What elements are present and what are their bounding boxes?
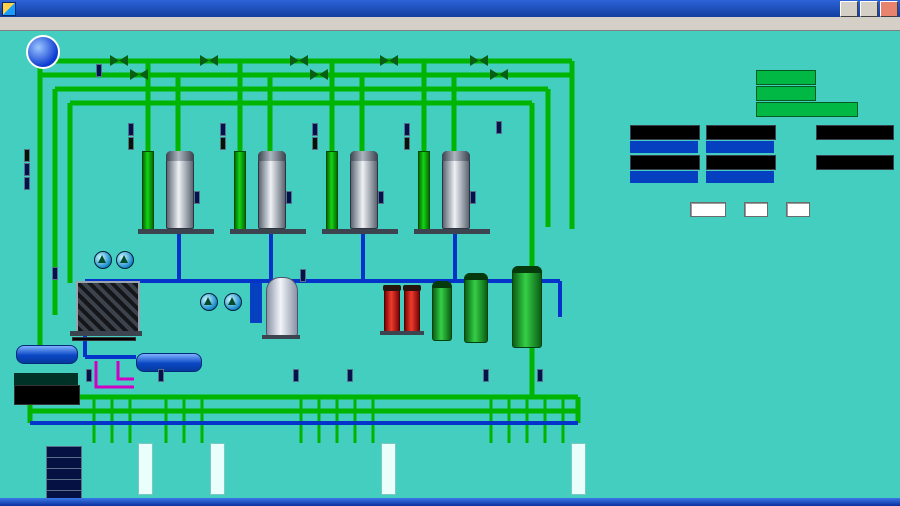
unit-side-temp — [194, 191, 200, 204]
unit-temp-display — [312, 123, 318, 136]
maximize-button[interactable] — [860, 0, 878, 17]
unit-hours-display — [312, 137, 318, 150]
well-group-label — [210, 443, 225, 495]
circulation-pump[interactable] — [200, 293, 218, 311]
energy-counter — [630, 125, 700, 140]
equipment-base — [322, 229, 398, 234]
unit-pipe-column — [326, 151, 338, 231]
pipe-temp-display — [300, 269, 306, 282]
equipment-base — [230, 229, 306, 234]
unit-hours-display — [128, 137, 134, 150]
runtime-hours-display — [24, 149, 30, 162]
supply-flow-value — [756, 70, 816, 85]
return-flow-value — [756, 86, 816, 101]
pressure-tank[interactable] — [266, 277, 298, 337]
report-day-field[interactable] — [786, 202, 810, 217]
close-button[interactable] — [880, 0, 898, 17]
equipment-base — [70, 331, 142, 336]
pipe-temp-display — [496, 121, 502, 134]
well-group-label — [138, 443, 153, 495]
pipe-temp-display — [24, 177, 30, 190]
report-year-field[interactable] — [690, 202, 726, 217]
energy-counter — [630, 155, 700, 170]
pipe-temp-display — [96, 64, 102, 77]
counter-label — [706, 141, 774, 153]
scada-canvas — [0, 31, 900, 498]
pipe-temp-display — [24, 163, 30, 176]
external-pump[interactable] — [383, 285, 401, 333]
filter-tank[interactable] — [432, 281, 452, 341]
energy-counter — [816, 125, 894, 140]
well-group-label — [381, 443, 396, 495]
menu-bar — [0, 17, 900, 31]
pressure-tank-label — [250, 283, 262, 323]
unit-hours-display — [220, 137, 226, 150]
unit-pipe-column — [142, 151, 154, 231]
outdoor-temp-label — [14, 373, 78, 385]
heat-pump-vessel[interactable] — [258, 151, 286, 229]
depth-temp-value — [46, 490, 82, 498]
filter-tank[interactable] — [512, 266, 542, 348]
unit-side-temp — [378, 191, 384, 204]
well-temp-display — [293, 369, 299, 382]
unit-temp-display — [128, 123, 134, 136]
external-pump[interactable] — [403, 285, 421, 333]
unit-hours-display — [404, 137, 410, 150]
total-energy-value — [756, 102, 858, 117]
bottom-strip — [0, 498, 900, 506]
unit-pipe-column — [418, 151, 430, 231]
water-separator — [16, 345, 78, 364]
water-collector — [136, 353, 202, 372]
plate-heat-exchanger[interactable] — [76, 281, 140, 333]
filter-tank[interactable] — [464, 273, 488, 343]
system-label-release — [72, 337, 136, 341]
minimize-button[interactable] — [840, 0, 858, 17]
well-temp-display — [347, 369, 353, 382]
counter-label — [630, 141, 698, 153]
unit-side-temp — [470, 191, 476, 204]
counter-label — [706, 171, 774, 183]
pipe-temp-display — [52, 267, 58, 280]
report-month-field[interactable] — [744, 202, 768, 217]
pipe-network — [27, 55, 581, 443]
equipment-base — [414, 229, 490, 234]
company-logo-icon — [26, 35, 60, 69]
well-temp-display — [483, 369, 489, 382]
circulation-pump[interactable] — [116, 251, 134, 269]
energy-counter — [816, 155, 894, 170]
app-icon — [2, 1, 16, 16]
well-temp-display — [537, 369, 543, 382]
well-temp-display — [86, 369, 92, 382]
heat-pump-vessel[interactable] — [350, 151, 378, 229]
unit-temp-display — [220, 123, 226, 136]
well-temp-display — [158, 369, 164, 382]
unit-temp-display — [404, 123, 410, 136]
unit-side-temp — [286, 191, 292, 204]
heat-pump-vessel[interactable] — [442, 151, 470, 229]
equipment-base — [380, 331, 424, 335]
unit-pipe-column — [234, 151, 246, 231]
outdoor-temp-value — [14, 385, 80, 405]
heat-pump-vessel[interactable] — [166, 151, 194, 229]
energy-counter — [706, 155, 776, 170]
well-group-label — [571, 443, 586, 495]
title-bar — [0, 0, 900, 17]
counter-label — [630, 171, 698, 183]
equipment-base — [138, 229, 214, 234]
circulation-pump[interactable] — [94, 251, 112, 269]
energy-counter — [706, 125, 776, 140]
equipment-base — [262, 335, 300, 339]
circulation-pump[interactable] — [224, 293, 242, 311]
